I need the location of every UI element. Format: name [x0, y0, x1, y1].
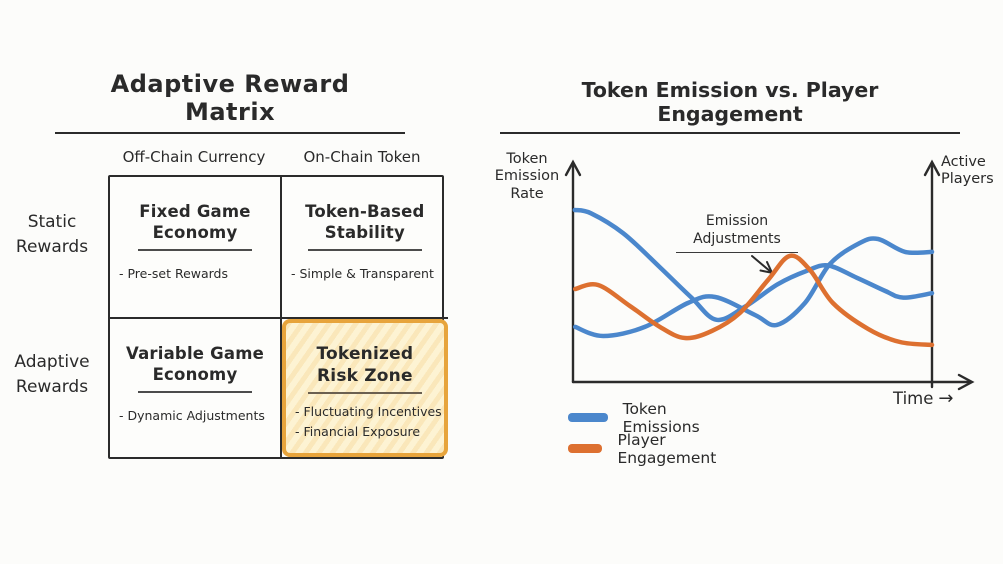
- chart-legend: Token Emissions Player Engagement: [568, 399, 729, 467]
- token-emissions-swatch: [568, 413, 608, 422]
- legend-item-token-emissions: Token Emissions: [568, 399, 729, 436]
- series-player-engagement: [572, 253, 935, 348]
- x-axis-label: Time→: [893, 388, 983, 409]
- chart-title-text: Token Emission vs. Player Engagement: [500, 78, 960, 134]
- x-axis-arrowhead: [957, 373, 975, 391]
- cell-title-underline: [307, 392, 422, 395]
- y-axis-left-arrowhead: [564, 159, 582, 177]
- x-axis-label-text: Time: [893, 389, 934, 408]
- y-axis-right-arrowhead: [923, 159, 941, 177]
- series-token-emissions-strand-1-: [572, 207, 935, 323]
- cell-bullet: - Pre-set Rewards: [119, 265, 229, 281]
- column-header-on-chain: On-Chain Token: [303, 148, 421, 166]
- cell-title-underline: [138, 390, 252, 393]
- cell-bullet: - Fluctuating Incentives: [295, 404, 442, 420]
- cell-title-underline: [138, 248, 252, 251]
- line-chart: [564, 159, 975, 391]
- cell-bullet: - Simple & Transparent: [291, 265, 434, 281]
- cell-bullet: - Financial Exposure: [295, 424, 421, 440]
- legend-item-player-engagement: Player Engagement: [568, 430, 729, 467]
- cell-title-underline: [307, 248, 422, 251]
- cell-bullet: - Dynamic Adjustments: [119, 407, 265, 423]
- chart-curves: [572, 207, 935, 348]
- player-engagement-swatch: [568, 444, 603, 453]
- matrix-panel-title: Adaptive Reward Matrix: [55, 70, 405, 134]
- legend-label: Player Engagement: [617, 430, 717, 467]
- legend-label: Token Emissions: [622, 399, 700, 436]
- matrix-panel-title-text: Adaptive Reward Matrix: [55, 70, 405, 134]
- annotation-arrow-icon: [751, 255, 774, 275]
- column-header-off-chain: Off-Chain Currency: [122, 148, 266, 166]
- time-arrow-icon: →: [938, 388, 954, 409]
- chart-title: Token Emission vs. Player Engagement: [500, 78, 960, 134]
- series-token-emissions-strand-2-: [572, 236, 935, 339]
- chart-axes: [564, 159, 975, 391]
